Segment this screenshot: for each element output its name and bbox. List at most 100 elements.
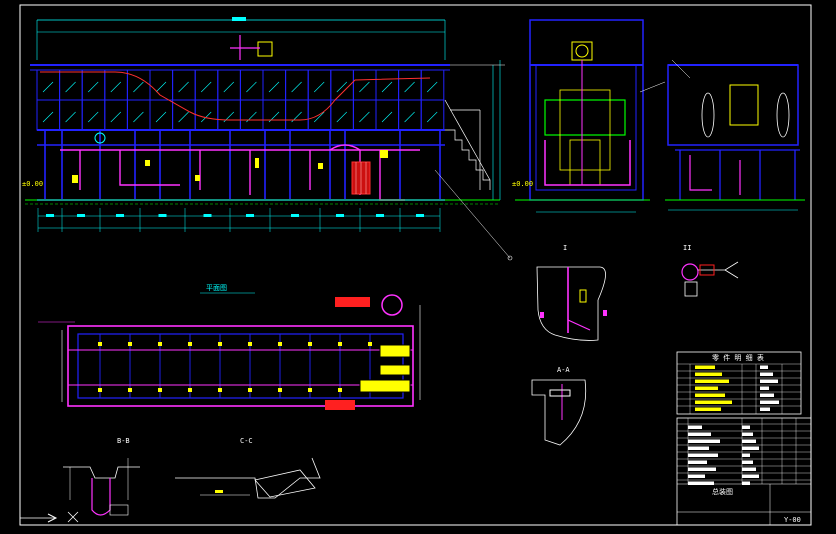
glass-hatch [42, 81, 54, 93]
plan-node [158, 342, 162, 346]
plan-node [98, 388, 102, 392]
glass-panel [262, 99, 287, 131]
top-fan-unit [257, 41, 273, 57]
title-row-text [742, 439, 756, 443]
title-row-text [742, 467, 756, 471]
parts-row-text [695, 379, 729, 383]
glass-hatch [110, 111, 122, 123]
dim-value-mark [116, 214, 124, 217]
title-block: 总装图 Y-00 [676, 417, 812, 526]
title-row-text [688, 467, 716, 471]
bottom-dimension-chain [37, 208, 441, 232]
glass-panel [239, 69, 264, 101]
glass-panel [104, 99, 128, 131]
glass-panel [217, 99, 241, 131]
parts-list-header: 零 件 明 细 表 [712, 353, 764, 362]
side-elevation-view-2 [665, 59, 805, 211]
plan-grid-lines [98, 334, 372, 398]
title-row-text [688, 481, 714, 485]
operator-figure-right [776, 92, 790, 138]
glass-panel [36, 69, 61, 101]
plan-node [218, 342, 222, 346]
glass-panel [59, 69, 83, 101]
dim-value-mark [246, 214, 254, 217]
parts-row-text [760, 393, 774, 397]
glass-hatch [426, 81, 438, 93]
dim-value-mark [46, 214, 54, 217]
parts-row-text [695, 365, 715, 369]
plan-node [338, 388, 342, 392]
glass-panel [352, 69, 377, 101]
plan-node [188, 388, 192, 392]
glass-panel [59, 99, 83, 131]
glass-hatch [359, 111, 370, 123]
glass-panel [194, 69, 219, 101]
plan-node [308, 388, 312, 392]
glass-hatch [313, 81, 325, 93]
dim-value-mark [77, 214, 85, 217]
title-row-text [742, 446, 759, 450]
title-row-text [742, 432, 753, 436]
glass-hatch [336, 111, 348, 123]
plan-node [368, 342, 372, 346]
section-A-A-view: A-A [531, 366, 587, 446]
dim-value-mark [416, 214, 424, 217]
glass-hatch [133, 81, 144, 93]
title-row-text [742, 425, 750, 429]
title-row-text [742, 481, 750, 485]
glass-panel [262, 69, 287, 101]
plan-node [128, 342, 132, 346]
glass-hatch [178, 111, 189, 123]
glass-panel [149, 99, 174, 131]
glass-hatch [200, 81, 212, 93]
plan-node [218, 388, 222, 392]
glass-panel [307, 69, 332, 101]
glass-panel [172, 69, 196, 101]
glass-panel [285, 99, 309, 131]
glass-panel [352, 99, 377, 131]
section-C-C-label: C-C [240, 437, 253, 445]
glass-hatch [381, 111, 393, 123]
side-elevation-view-1: ±0.00 [512, 19, 666, 213]
operator-figure-left [701, 92, 715, 138]
parts-list-table: 零 件 明 细 表 [676, 351, 802, 415]
glass-hatch [313, 111, 325, 123]
main-elevation-view: ±0.00 [22, 17, 513, 261]
glass-panel [194, 99, 219, 131]
section-B-B-view: B-B [63, 437, 140, 516]
plan-node [338, 342, 342, 346]
dim-value-mark [203, 214, 212, 217]
glass-hatch [426, 111, 438, 123]
glass-panel [36, 99, 61, 131]
parts-row-text [760, 379, 778, 383]
parts-row-text [760, 372, 773, 376]
detail-section-II: II [681, 244, 739, 297]
drawing-name: 总装图 [712, 487, 733, 496]
drawing-border [19, 4, 812, 526]
glass-hatch [155, 111, 167, 123]
glass-panel [420, 69, 445, 101]
glass-panel [81, 99, 106, 131]
access-staircase [444, 99, 491, 190]
glass-hatch [291, 81, 302, 93]
glass-panel [375, 69, 400, 101]
plan-node [278, 342, 282, 346]
elevation-label-mid: ±0.00 [512, 180, 533, 188]
glass-hatch [65, 111, 76, 123]
glass-panel [398, 99, 422, 131]
parts-row-text [695, 372, 722, 376]
parts-row-text [760, 407, 770, 411]
plan-node [278, 388, 282, 392]
glass-hatch [133, 111, 144, 123]
title-row-text [688, 474, 705, 478]
glass-panel [126, 99, 151, 131]
title-row-text [742, 460, 753, 464]
glass-panel [239, 99, 264, 131]
glass-hatch [178, 81, 189, 93]
section-B-B-label: B-B [117, 437, 130, 445]
title-row-text [688, 460, 707, 464]
glass-hatch [359, 81, 370, 93]
equipment-markers [72, 150, 388, 183]
glass-panel [375, 99, 400, 131]
plan-node [128, 388, 132, 392]
